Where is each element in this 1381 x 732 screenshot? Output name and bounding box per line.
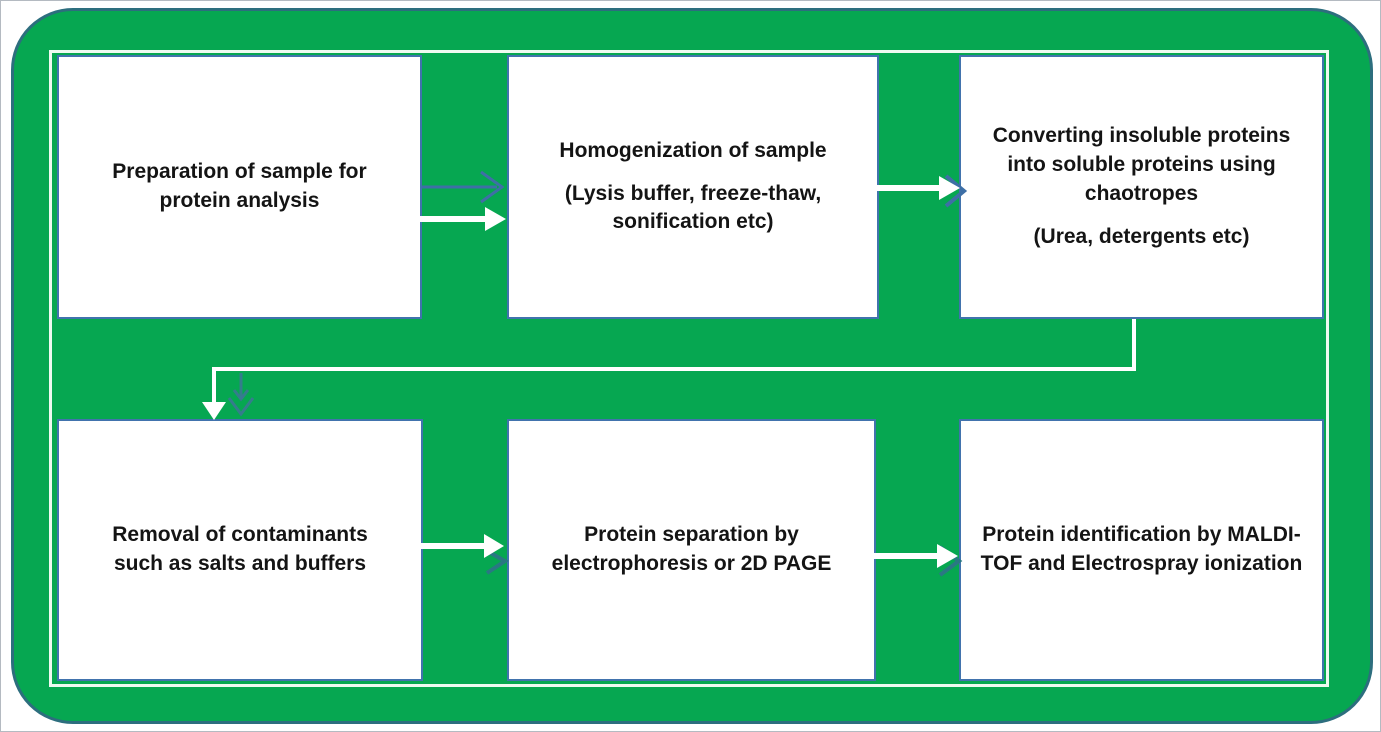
step-box-solubilization: Converting insoluble proteins into solub… xyxy=(959,55,1324,319)
step-text: Converting insoluble proteins into solub… xyxy=(992,124,1291,205)
step-text: Protein separation by electrophoresis or… xyxy=(551,523,832,575)
inner-white-frame xyxy=(49,50,1329,687)
step-box-preparation: Preparation of sample for protein analys… xyxy=(57,55,422,319)
step-text: Removal of contaminants such as salts an… xyxy=(112,523,368,575)
step-box-identification: Protein identification by MALDI-TOF and … xyxy=(959,419,1324,681)
step-subtext: (Urea, detergents etc) xyxy=(1033,224,1250,248)
step-box-separation: Protein separation by electrophoresis or… xyxy=(507,419,876,681)
step-text: Homogenization of sample xyxy=(559,138,827,162)
step-subtext: (Lysis buffer, freeze-thaw, sonification… xyxy=(564,181,822,234)
step-text: Protein identification by MALDI-TOF and … xyxy=(980,523,1303,575)
step-box-homogenization: Homogenization of sample (Lysis buffer, … xyxy=(507,55,879,319)
step-box-contaminant-removal: Removal of contaminants such as salts an… xyxy=(57,419,423,681)
step-text: Preparation of sample for protein analys… xyxy=(112,160,367,212)
